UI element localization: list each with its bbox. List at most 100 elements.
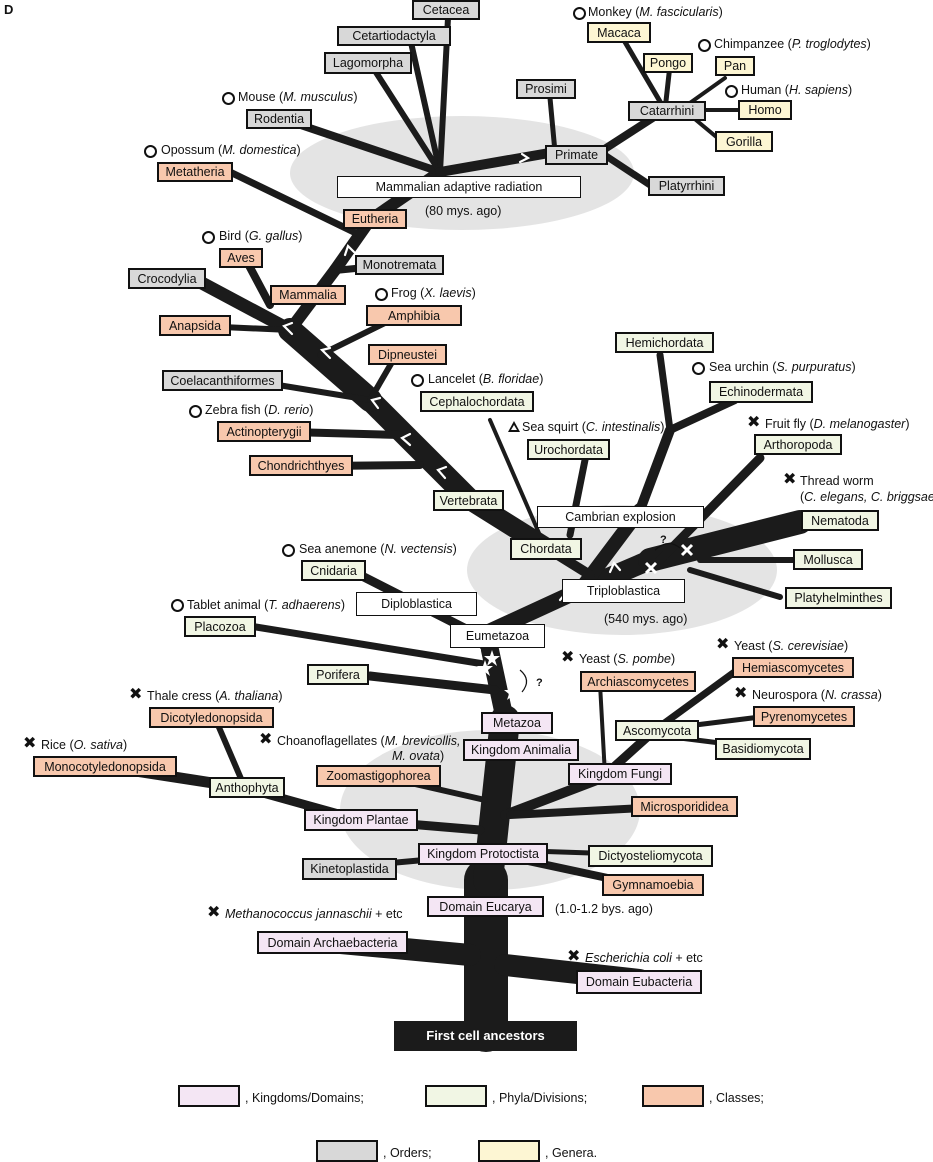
node-placozoa: Placozoa [184,616,256,637]
node-crocodylia: Crocodylia [128,268,206,289]
curved-arrows [519,542,681,693]
cross-marker: ✖ [23,735,37,752]
node-basidiomycota: Basidiomycota [715,738,811,760]
age-eucarya: (1.0-1.2 bys. ago) [555,902,653,916]
node-platyrrhini: Platyrrhini [648,176,725,196]
node-eutheria: Eutheria [343,209,407,229]
node-nematoda: Nematoda [801,510,879,531]
partial-sequence-triangle-marker [508,421,520,432]
cross-marker: ✖ [129,686,143,703]
event-mammalian-radiation: Mammalian adaptive radiation [337,176,581,198]
node-pyrenomycetes: Pyrenomycetes [753,706,855,727]
node-metazoa: Metazoa [481,712,553,734]
cross-marker: ✖ [747,414,761,431]
cross-markers [644,543,694,575]
sequenced-circle-marker [222,92,235,105]
legend-swatch-classes [642,1085,704,1107]
node-pan: Pan [715,56,755,76]
event-cambrian-explosion: Cambrian explosion [537,506,704,528]
sequenced-circle-marker [725,85,738,98]
node-lagomorpha: Lagomorpha [324,52,412,74]
node-gymnamoebia: Gymnamoebia [602,874,704,896]
sequenced-circle-marker [411,374,424,387]
node-catarrhini: Catarrhini [628,101,706,121]
cross-marker: ✖ [567,948,581,965]
cross-marker: ✖ [259,731,273,748]
node-domain-eubacteria: Domain Eubacteria [576,970,702,994]
node-actinopterygii: Actinopterygii [217,421,311,442]
sequenced-circle-marker [189,405,202,418]
node-dictyosteliomycota: Dictyosteliomycota [588,845,713,867]
node-prosimi: Prosimi [516,79,576,99]
annotation-lancelet: Lancelet (B. floridae) [428,372,544,386]
node-urochordata: Urochordata [527,439,610,460]
node-arthoropoda: Arthoropoda [754,434,842,455]
node-eumetazoa: Eumetazoa [450,624,545,648]
node-cetartiodactyla: Cetartiodactyla [337,26,451,46]
node-kingdom-fungi: Kingdom Fungi [568,763,672,785]
legend-swatch-kingdoms [178,1085,240,1107]
node-archiascomycetes: Archiascomycetes [580,671,696,692]
node-ascomycota: Ascomycota [615,720,699,741]
sequenced-circle-marker [375,288,388,301]
sequenced-circle-marker [698,39,711,52]
node-monocotyledonopsida: Monocotyledonopsida [33,756,177,777]
node-homo: Homo [738,100,792,120]
node-porifera: Porifera [307,664,369,685]
annotation-rice: Rice (O. sativa) [41,738,128,752]
annotation-threadworm: Thread worm [800,474,874,488]
annotation-fruitfly: Fruit fly (D. melanogaster) [765,417,910,431]
cross-marker: ✖ [207,904,221,921]
sequenced-circle-marker [282,544,295,557]
sequenced-circle-marker [692,362,705,375]
legend-label-kingdoms: , Kingdoms/Domains; [245,1091,364,1105]
node-chondrichthyes: Chondrichthyes [249,455,353,476]
annotation-human: Human (H. sapiens) [741,83,853,97]
cross-marker: ✖ [783,471,797,488]
node-dipneustei: Dipneustei [368,344,447,365]
annotation-mouse: Mouse (M. musculus) [238,90,358,104]
node-kingdom-animalia: Kingdom Animalia [463,739,579,761]
annotation-frog: Frog (X. laevis) [391,286,476,300]
question-mark-protostome: ? [660,534,667,546]
legend-label-classes: , Classes; [709,1091,764,1105]
annotation-monkey: Monkey (M. fascicularis) [588,5,723,19]
node-kinetoplastida: Kinetoplastida [302,858,397,880]
annotation-ecoli: Escherichia coli + etc [585,951,703,965]
node-macaca: Macaca [587,22,651,43]
cross-marker: ✖ [561,649,575,666]
annotation-choanoflagellates: Choanoflagellates (M. brevicollis, [277,734,461,748]
annotation-seaurchin: Sea urchin (S. purpuratus) [709,360,856,374]
age-triploblastica: (540 mys. ago) [604,612,688,626]
legend-label-orders: , Orders; [383,1146,432,1160]
annotation-neurospora: Neurospora (N. crassa) [752,688,882,702]
node-coelacanthiformes: Coelacanthiformes [162,370,283,391]
annotation-zebrafish: Zebra fish (D. rerio) [205,403,314,417]
sequenced-circle-marker [202,231,215,244]
node-gorilla: Gorilla [715,131,773,152]
node-kingdom-plantae: Kingdom Plantae [304,809,418,831]
node-mammalia: Mammalia [270,285,346,305]
annotation-yeast-pombe: Yeast (S. pombe) [579,652,676,666]
node-cnidaria: Cnidaria [301,560,366,581]
node-microsporididea: Microsporididea [631,796,738,817]
node-echinodermata: Echinodermata [709,381,813,403]
node-anthophyta: Anthophyta [209,777,285,798]
sequenced-circle-marker [144,145,157,158]
annotation-choanoflagellates-2: M. ovata) [392,749,445,763]
annotation-bird: Bird (G. gallus) [219,229,303,243]
node-platyhelminthes: Platyhelminthes [785,587,892,609]
annotation-chimpanzee: Chimpanzee (P. troglodytes) [714,37,871,51]
node-aves: Aves [219,248,263,268]
node-zoomastigophorea: Zoomastigophorea [316,765,441,787]
node-hemichordata: Hemichordata [615,332,714,353]
legend-swatch-genera [478,1140,540,1162]
root-first-cell-ancestors: First cell ancestors [394,1021,577,1051]
legend-label-phyla: , Phyla/Divisions; [492,1091,588,1105]
age-mammalian: (80 mys. ago) [425,204,502,218]
cross-marker: ✖ [716,636,730,653]
node-hemiascomycetes: Hemiascomycetes [732,657,854,678]
annotation-tablet-animal: Tablet animal (T. adhaerens) [187,598,345,612]
